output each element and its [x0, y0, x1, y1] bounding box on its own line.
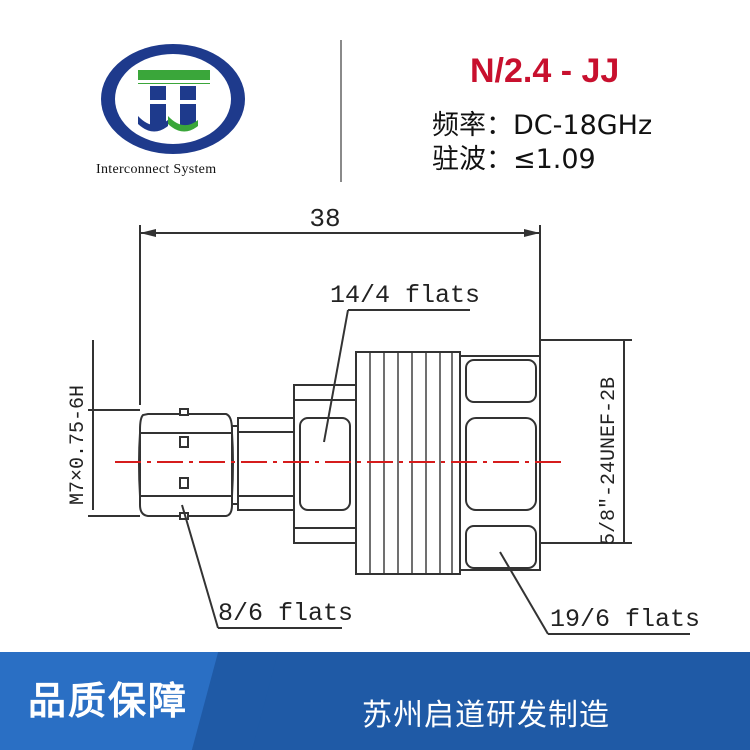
product-title: N/2.4 - JJ — [470, 52, 620, 90]
logo-caption: Interconnect System — [96, 162, 217, 177]
frequency-spec: 频率：DC-18GHz — [432, 110, 653, 141]
thread-right-label: 5/8"-24UNEF-2B — [598, 377, 621, 545]
header-divider — [340, 40, 342, 182]
dim-38-label: 38 — [309, 204, 340, 234]
vswr-spec: 驻波：≤1.09 — [432, 144, 596, 175]
leader-19-flats — [499, 551, 549, 635]
dim-arrow-left — [140, 229, 156, 237]
manufacturer-tagline: 苏州启道研发制造 — [362, 698, 610, 733]
logo-emblem — [101, 44, 245, 154]
flats-8-label: 8/6 flats — [218, 599, 353, 628]
flats-14-label: 14/4 flats — [330, 281, 480, 310]
quality-tagline: 品质保障 — [28, 679, 189, 723]
flats-19-label: 19/6 flats — [550, 605, 700, 634]
thread-left-label: M7×0.75-6H — [67, 385, 90, 505]
leader-14-flats — [323, 309, 349, 443]
dim-arrow-right — [524, 229, 540, 237]
connector-drawing: 38 14/4 flats 8/6 flats 19/6 flats M7×0.… — [67, 204, 700, 635]
flats-section — [293, 384, 357, 544]
left-hex-nut — [139, 413, 233, 517]
leader-8-flats — [181, 504, 219, 629]
